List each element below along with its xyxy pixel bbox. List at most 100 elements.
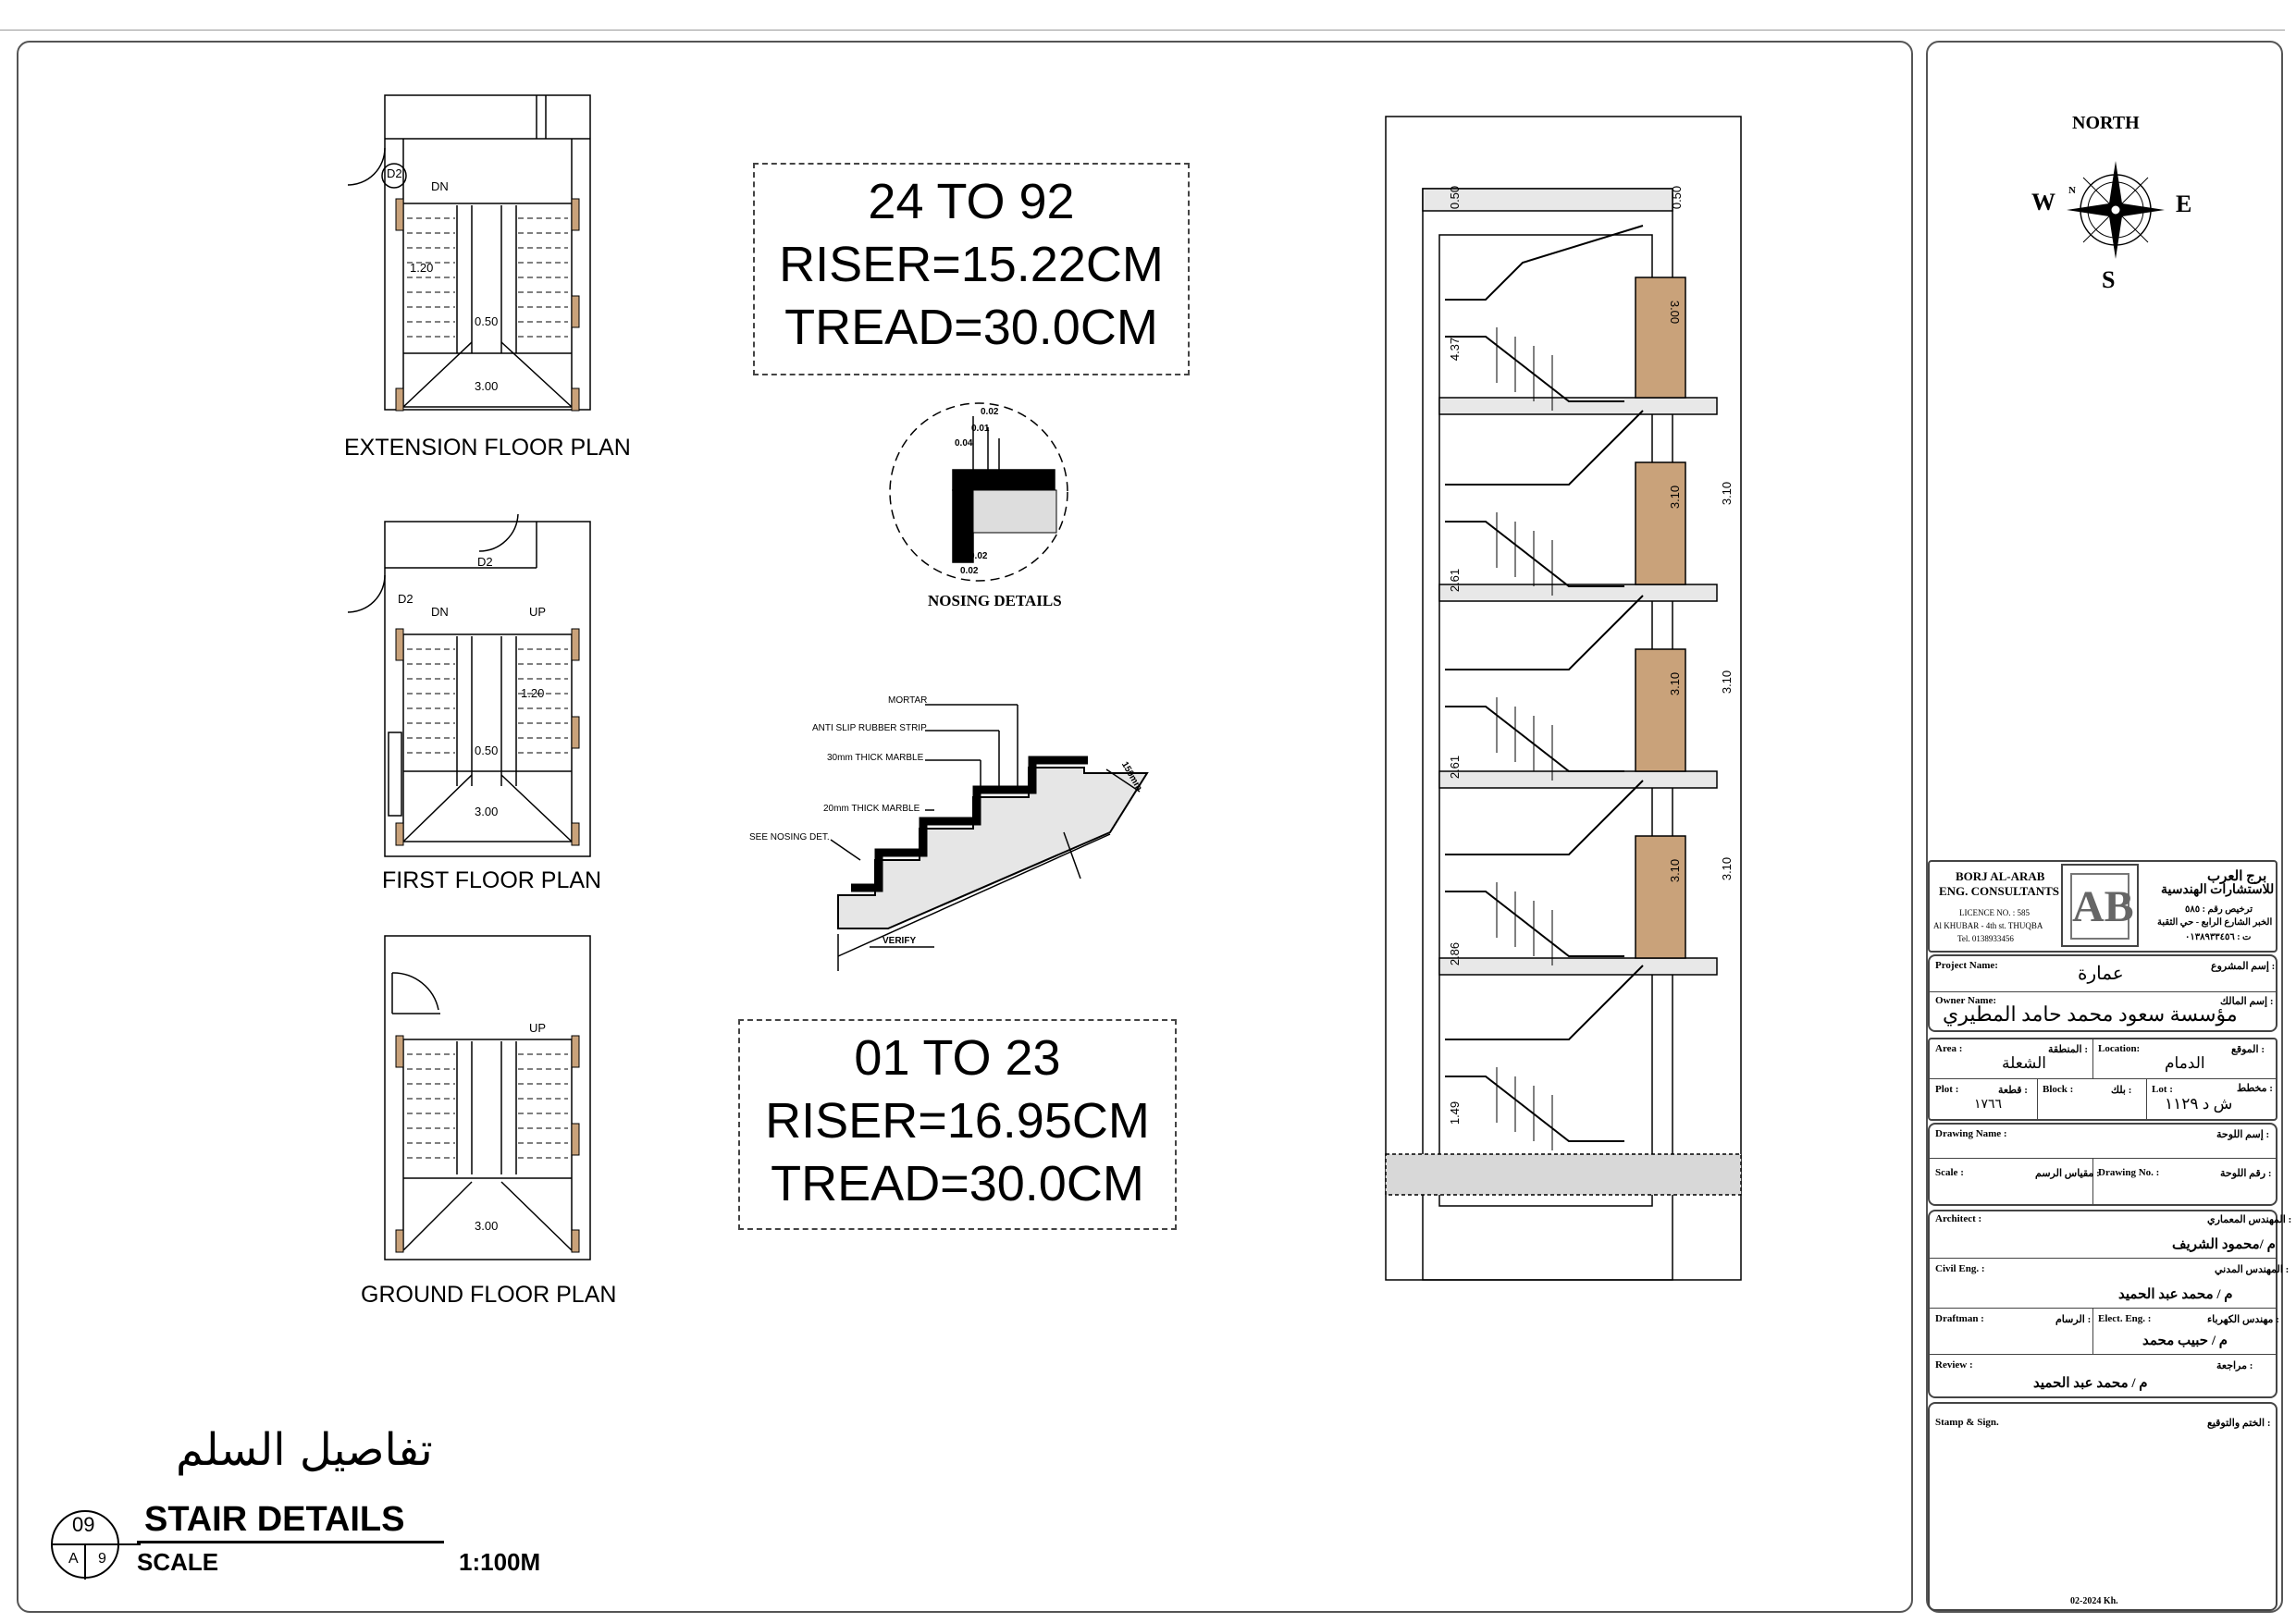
section-flights [1445,225,1644,1142]
project-label-en: Project Name: [1935,960,1998,971]
door-tag: D2 [477,555,493,569]
lower-flight-riser: RISER=16.95CM [765,1093,1150,1149]
extension-plan-title: EXTENSION FLOOR PLAN [344,435,631,461]
firm-name-ar: برج العرب [2207,869,2267,884]
section-dim: 3.10 [1720,670,1734,695]
compass-n-letter: N [2068,185,2076,196]
compass-south: S [2102,266,2116,293]
tel-ar: ت : ٠١٣٨٩٣٣٤٥٦ [2185,932,2252,942]
step-verify-label: VERIFY [883,936,917,946]
upper-flight-tread: TREAD=30.0CM [784,300,1158,355]
sheet-number: 09 [72,1513,95,1536]
lot-label-ar: مخطط : [2237,1083,2273,1094]
ground-plan-title: GROUND FLOOR PLAN [361,1282,617,1308]
lot-label-en: Lot : [2152,1084,2173,1095]
project-name-value: عمارة [2078,964,2124,984]
lot-value: ش د ١١٢٩ [2165,1095,2233,1113]
area-value: الشعلة [2002,1054,2047,1072]
dim-label: 0.50 [475,314,499,328]
project-owner-box [1928,954,2277,1032]
address-ar: الخبر الشارع الرابع - حي الثقبة [2157,917,2273,928]
owner-label-ar: إسم المالك : [2220,996,2274,1007]
location-label-ar: الموقع : [2231,1044,2265,1055]
plot-label-en: Plot : [1935,1084,1959,1095]
owner-label-en: Owner Name: [1935,995,1997,1006]
dim-label: 1.20 [410,261,434,275]
dim-label: 3.00 [475,379,499,393]
door-tag: D2 [398,592,414,606]
step-detail-drawing [830,704,1149,971]
section-dim: 3.10 [1720,481,1734,506]
engineers-box [1928,1210,2277,1398]
draftman-label-ar: الرسام : [2055,1314,2092,1325]
block-label-ar: بلك : [2111,1085,2132,1096]
firm-subtitle-ar: للاستشارات الهندسية [2161,883,2275,897]
nosing-detail-drawing [889,402,1068,582]
elect-label-en: Elect. Eng. : [2098,1313,2152,1324]
drawing-info-box [1928,1123,2277,1206]
area-label-ar: المنطقة : [2048,1044,2088,1055]
dim-label: 0.50 [475,744,499,757]
step-label-anti-slip: ANTI SLIP RUBBER STRIP [812,723,927,733]
section-dim: 4.37 [1448,337,1463,362]
first-plan-title: FIRST FLOOR PLAN [382,867,602,893]
compass-north-label: NORTH [2072,113,2140,133]
plot-label-ar: قطعة : [1998,1085,2028,1096]
ground-plan-treads [407,1053,568,1159]
scale-value: 1:100M [459,1548,541,1576]
project-label-ar: إسم المشروع : [2211,961,2276,972]
area-location-box [1928,1038,2277,1121]
firm-logo-icon: AB [2070,873,2134,940]
elect-value: م / حبيب محمد [2142,1334,2228,1348]
floor-plans-drawing [347,94,1149,1260]
nosing-dim: 0.01 [971,424,990,434]
section-dim: 0.50 [1670,185,1685,210]
civil-label-en: Civil Eng. : [1935,1263,1985,1274]
divider [1928,1308,2277,1309]
location-label-en: Location: [2098,1043,2141,1054]
first-plan-treads [407,648,568,754]
address-en: Al KHUBAR - 4th st. THUQBA [1933,921,2043,930]
location-value: الدمام [2165,1054,2205,1072]
elect-label-ar: مهندس الكهرباء : [2207,1314,2279,1325]
step-label-20mm-marble: 20mm THICK MARBLE [823,804,920,814]
divider [1928,1354,2277,1355]
dn-label: DN [431,605,449,619]
block-label-en: Block : [2043,1084,2074,1095]
upper-flight-range: 24 TO 92 [868,174,1075,229]
divider [2092,1158,2093,1206]
section-dim: 1.49 [1448,1100,1463,1125]
compass-east: E [2176,191,2192,217]
licence-ar: ترخيص رقم : ٥٨٥ [2185,904,2253,915]
step-label-see-nosing: SEE NOSING DET. [749,832,830,842]
drawing-name-label-en: Drawing Name : [1935,1128,2007,1139]
stamp-box [1928,1402,2277,1611]
section-dim: 2.61 [1448,755,1463,780]
civil-value: م / محمد عبد الحميد [2118,1287,2233,1302]
step-label-mortar: MORTAR [888,695,928,706]
divider [2092,1308,2093,1354]
firm-name-en: BORJ AL-ARAB [1956,869,2045,883]
nosing-details-title: NOSING DETAILS [928,592,1062,609]
dn-label: DN [431,179,449,193]
divider [1928,1158,2277,1159]
architect-value: م /محمود الشريف [2172,1237,2276,1252]
section-dim: 2.61 [1448,568,1463,593]
dim-label: 1.20 [521,686,545,700]
tel-en: Tel. 0138933456 [1957,934,2014,943]
title-block-frame [1926,41,2283,1613]
drawing-name-label-ar: إسم اللوحة : [2216,1129,2270,1140]
firm-header-box [1928,860,2277,953]
lower-flight-tread: TREAD=30.0CM [771,1156,1144,1211]
section-dim: 2.86 [1448,941,1463,966]
section-dim: 0.50 [1448,185,1463,210]
review-label-en: Review : [1935,1359,1973,1371]
firm-logo-box: AB [2061,864,2139,947]
civil-label-ar: المهندس المدني : [2215,1264,2290,1275]
nosing-dim: 0.02 [969,551,988,561]
drawing-no-label-ar: رقم اللوحة : [2220,1168,2272,1179]
area-label-en: Area : [1935,1043,1963,1054]
dim-label: 3.00 [475,1219,499,1233]
divider [2092,1038,2093,1078]
